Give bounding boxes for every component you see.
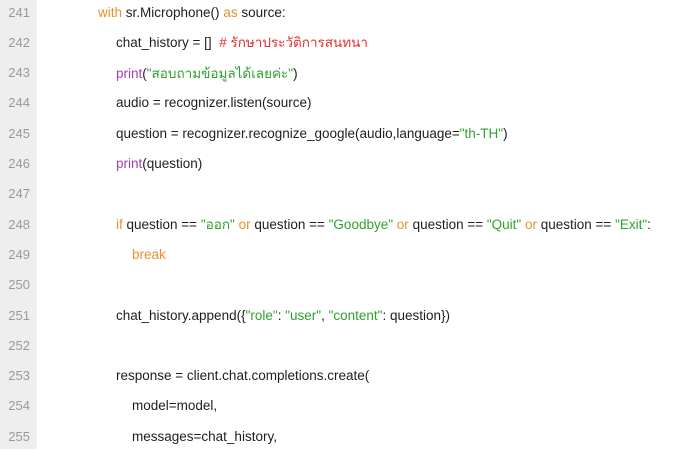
code-token: # รักษาประวัติการสนทนา — [219, 35, 368, 51]
code-token: source: — [237, 4, 286, 20]
code-line[interactable]: 243 print("สอบถามข้อมูลได้เลยค่ะ") — [0, 58, 685, 88]
code-line[interactable]: 251 chat_history.append({"role": "user", … — [0, 300, 685, 330]
code-token: : — [647, 217, 651, 233]
line-number: 246 — [8, 156, 30, 171]
line-number: 249 — [8, 246, 30, 262]
code-line[interactable]: 248 if question == "ออก" or question == "… — [0, 209, 685, 239]
line-number-gutter — [0, 0, 37, 449]
line-number: 251 — [8, 307, 30, 323]
code-line[interactable]: 247 — [0, 179, 685, 209]
code-token: "สอบถามข้อมูลได้เลยค่ะ" — [146, 65, 294, 81]
code-token: sr.Microphone() — [122, 4, 224, 20]
code-token: question == — [537, 217, 616, 233]
code-text: break — [132, 247, 166, 262]
code-text: response = client.chat.completions.creat… — [116, 368, 369, 383]
line-number: 252 — [8, 337, 30, 353]
code-token: question == — [122, 217, 201, 233]
code-token: "content" — [328, 307, 383, 323]
code-token: ) — [293, 65, 298, 81]
code-line[interactable]: 249 break — [0, 239, 685, 269]
code-token: chat_history.append({ — [116, 307, 246, 323]
code-line[interactable]: 242 chat_history = [] # รักษาประวัติการสน… — [0, 27, 685, 57]
code-token: "Goodbye" — [328, 217, 394, 233]
code-text: audio = recognizer.listen(source) — [116, 95, 311, 110]
code-text: question = recognizer.recognize_google(a… — [116, 126, 508, 141]
code-text: model=model, — [132, 398, 217, 413]
code-line[interactable]: 246 print(question) — [0, 149, 685, 179]
code-token: question == — [408, 217, 487, 233]
code-token: response = client.chat.completions.creat… — [116, 368, 370, 384]
code-token: , — [321, 307, 329, 323]
code-token: or — [238, 217, 251, 233]
code-token: with — [98, 4, 123, 20]
line-number: 250 — [8, 277, 30, 293]
code-text: with sr.Microphone() as source: — [98, 5, 286, 20]
code-token: or — [396, 217, 409, 233]
code-token: as — [223, 4, 238, 20]
line-number: 245 — [8, 125, 30, 141]
code-token: audio = recognizer.listen(source) — [116, 95, 312, 111]
code-token: "Exit" — [615, 217, 648, 233]
line-number: 241 — [8, 4, 30, 20]
code-token: ( — [142, 65, 147, 81]
code-token: (question) — [142, 156, 203, 171]
code-line[interactable]: 244 audio = recognizer.listen(source) — [0, 88, 685, 118]
code-line[interactable]: 255 messages=chat_history, — [0, 421, 685, 451]
code-line[interactable]: 254 model=model, — [0, 391, 685, 421]
code-text: messages=chat_history, — [132, 429, 277, 444]
code-token: messages=chat_history, — [132, 428, 277, 444]
code-token: break — [132, 246, 166, 262]
code-text: chat_history = [] # รักษาประวัติการสนทนา — [116, 31, 368, 53]
code-token: "role" — [245, 307, 278, 323]
code-text: print("สอบถามข้อมูลได้เลยค่ะ") — [116, 62, 298, 84]
code-text: if question == "ออก" or question == "Goo… — [116, 213, 651, 235]
line-number: 243 — [8, 65, 30, 81]
code-line[interactable]: 253 response = client.chat.completions.cr… — [0, 361, 685, 391]
code-token: ) — [503, 125, 508, 141]
line-number: 255 — [8, 428, 30, 444]
code-token: "Quit" — [486, 217, 522, 233]
code-token: or — [524, 217, 537, 233]
code-token: "ออก" — [200, 217, 235, 233]
code-token: chat_history = [] — [116, 35, 220, 51]
line-number: 248 — [8, 216, 30, 232]
code-token: print — [116, 65, 143, 81]
code-line[interactable]: 241 with sr.Microphone() as source: — [0, 0, 685, 27]
code-line[interactable]: 245 question = recognizer.recognize_googl… — [0, 118, 685, 148]
code-line[interactable]: 252 — [0, 330, 685, 360]
code-token: question == — [250, 217, 329, 233]
code-token: "user" — [285, 307, 322, 323]
line-number: 247 — [8, 186, 30, 202]
code-token: : — [277, 307, 286, 323]
line-number: 244 — [8, 95, 30, 111]
code-token: : question}) — [382, 307, 451, 323]
code-token: if — [116, 217, 123, 233]
line-number: 242 — [8, 34, 30, 50]
line-number: 254 — [8, 398, 30, 414]
code-token: model=model, — [132, 398, 218, 414]
code-token: question = recognizer.recognize_google(a… — [116, 125, 460, 141]
code-token: print — [116, 156, 143, 171]
code-token: "th-TH" — [459, 125, 504, 141]
code-text: print(question) — [116, 156, 202, 171]
line-number: 253 — [8, 368, 30, 384]
code-text: chat_history.append({"role": "user", "co… — [116, 308, 450, 323]
code-line[interactable]: 250 — [0, 270, 685, 300]
